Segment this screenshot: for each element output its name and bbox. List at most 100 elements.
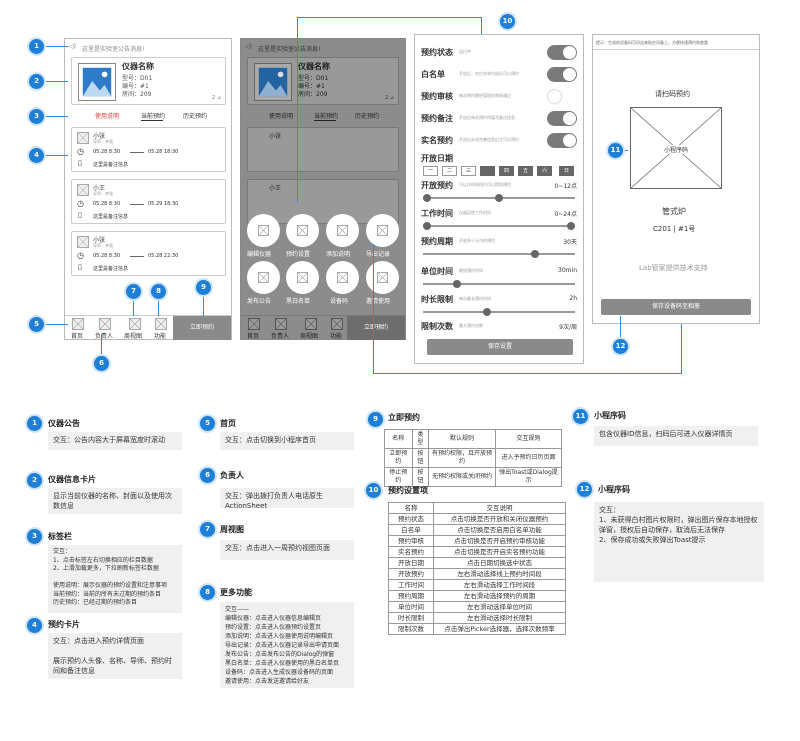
slider-label: 时长限制 <box>421 295 453 304</box>
function-icon <box>155 318 167 330</box>
cell: 立即预约 <box>384 448 413 468</box>
slider-value: 2h <box>569 295 577 302</box>
cell: 点击切换是否开启实名预约功能 <box>433 546 566 558</box>
booking-start: 05.28 8:30 <box>93 149 121 155</box>
cell: 左右滑动选择预约的周期 <box>433 590 566 602</box>
cell: 交互说明 <box>433 502 566 514</box>
unit-slider[interactable] <box>423 280 575 288</box>
cell: 名称 <box>384 429 413 449</box>
menu-label: 黑白名单 <box>286 298 311 305</box>
settings-icon <box>297 225 308 236</box>
ann-body-6: 交互：弹出拨打负责人电话原生ActionSheet <box>220 488 354 510</box>
open-date-label: 开放日期 <box>421 154 453 163</box>
menu-add-instructions[interactable]: 添加说明 <box>324 214 362 260</box>
badge-11: 11 <box>608 143 623 158</box>
day-fri[interactable]: 五 <box>518 166 533 176</box>
device-cover-image <box>78 63 116 101</box>
tab-history[interactable]: 历史预约 <box>183 113 208 120</box>
status-toggle[interactable] <box>547 45 577 60</box>
clock-icon: ◷ <box>77 251 84 260</box>
day-wed[interactable]: 三 <box>461 166 476 176</box>
nav-label: 负责人 <box>271 333 290 340</box>
nav-home: 首页 <box>245 318 265 340</box>
slider-desc: 最短预约时间 <box>459 268 483 273</box>
menu-invite[interactable]: 邀请使用 <box>364 261 402 307</box>
nav-owner[interactable]: 负责人 <box>93 318 117 340</box>
time-separator <box>130 152 144 153</box>
connector-line <box>101 334 102 356</box>
nav-owner: 负责人 <box>269 318 293 340</box>
book-now-button[interactable]: 立即预约 <box>173 316 231 340</box>
add-doc-icon <box>337 225 348 236</box>
connector-line <box>618 150 628 151</box>
connector-line <box>38 116 68 117</box>
duration-slider[interactable] <box>423 308 575 316</box>
menu-booking-settings[interactable]: 预约设置 <box>284 214 322 260</box>
day-mon[interactable]: 一 <box>423 166 438 176</box>
remark-toggle[interactable] <box>547 111 577 126</box>
day-thu[interactable]: 四 <box>499 166 514 176</box>
nav-label: 周视图 <box>124 333 143 340</box>
setting-label: 预约审核 <box>421 92 453 101</box>
booking-card[interactable]: 小王 导师：李强 ◷ 05.28 8:30 05.29 18:30 ▯ 这里是备… <box>71 179 226 224</box>
qr-label: 小程序码 <box>663 145 690 154</box>
times-value: 9次/周 <box>559 324 577 331</box>
connector-line <box>203 294 204 316</box>
ann-body-2: 显示当前仪器的名称、封面以及使用次数信息 <box>48 488 182 514</box>
usage-counter: 2 ⊿ <box>212 95 221 101</box>
owner-icon <box>99 318 111 330</box>
calendar-icon <box>305 318 317 330</box>
review-toggle[interactable] <box>547 89 577 104</box>
nav-label: 首页 <box>247 333 260 340</box>
nav-week-view[interactable]: 周视图 <box>123 318 147 340</box>
notice-icon: ◁) <box>245 43 252 50</box>
screen-booking-settings: 预约状态 运行中 白名单 开启后，仅白名单内成员可以预约 预约审核 每次预约需经… <box>414 34 584 364</box>
tab-indicator <box>314 120 336 121</box>
booking-card[interactable]: 小张 导师：李强 ◷ 05.28 8:30 05.28 22:30 ▯ 这里是备… <box>71 231 226 276</box>
day-extra[interactable] <box>480 166 495 176</box>
nav-home[interactable]: 首页 <box>69 318 89 340</box>
day-sun[interactable]: 日 <box>559 166 574 176</box>
home-icon <box>72 318 84 330</box>
booking-card[interactable]: 小张 导师：李强 ◷ 05.28 8:30 05.28 18:30 ▯ 这里是备… <box>71 127 226 172</box>
booker-name: 小王 <box>93 185 106 192</box>
menu-export-records[interactable]: 导出记录 <box>364 214 402 260</box>
nav-more[interactable]: 功能 <box>151 318 171 340</box>
connector-line <box>481 17 482 34</box>
nav-more[interactable]: 功能 <box>327 318 347 340</box>
screen-detail: ◁) 这里是实验室公告消息! 仪器名称 型号：D01 编号：#1 房间：209 … <box>64 38 232 340</box>
ann-badge-7: 7 <box>200 522 215 537</box>
period-slider[interactable] <box>423 250 575 258</box>
tab-current[interactable]: 当前预约 <box>141 113 166 120</box>
tab-instructions[interactable]: 使用说明 <box>95 113 120 120</box>
save-settings-button[interactable]: 保存设置 <box>427 339 573 355</box>
note-icon: ▯ <box>78 159 82 167</box>
whitelist-toggle[interactable] <box>547 67 577 82</box>
slider-desc: 每次最长预约时间 <box>459 296 491 301</box>
ann-title-12: 小程序码 <box>598 485 630 494</box>
menu-black-white-list[interactable]: 黑白名单 <box>284 261 322 307</box>
day-sat[interactable]: 六 <box>537 166 552 176</box>
notice-publish-icon <box>258 272 269 283</box>
menu-label: 设备码 <box>330 298 349 305</box>
device-info-card[interactable]: 仪器名称 型号：D01 编号：#1 房间：209 2 ⊿ <box>71 57 226 105</box>
realname-toggle[interactable] <box>547 133 577 148</box>
cell: 左右滑动选择工作时间段 <box>433 579 566 591</box>
cell: 点击弹出Picker选择器，选择次数频率 <box>433 623 566 635</box>
save-code-button[interactable]: 保存设备码至相册 <box>601 299 751 315</box>
ann-table-10: 名称交互说明 预约状态点击切换是否开放和关闭仪器预约 白名单点击切换是否启用白名… <box>388 502 566 635</box>
menu-device-code[interactable]: 设备码 <box>324 261 362 307</box>
slider-row-work: 工作时间 仪器运转工作时间 0~24点 <box>421 208 579 238</box>
avatar <box>77 184 89 196</box>
booker-name: 小张 <box>93 133 106 140</box>
cell: 左右滑动选择线上预约时间段 <box>433 568 566 580</box>
day-tue[interactable]: 二 <box>442 166 457 176</box>
work-range-slider[interactable] <box>423 222 575 230</box>
device-info-card: 仪器名称 型号：D01 编号：#1 房间：209 2 ⊿ <box>247 57 399 105</box>
slider-desc: 开放多少天内的预约 <box>459 238 495 243</box>
menu-edit-device[interactable]: 编辑仪器 <box>245 214 283 260</box>
menu-publish-notice[interactable]: 发布公告 <box>245 261 283 307</box>
device-model: 型号：D01 <box>298 75 329 82</box>
open-range-slider[interactable] <box>423 194 575 202</box>
setting-row-times[interactable]: 限制次数 最大预约次数 9次/周 <box>421 321 579 335</box>
